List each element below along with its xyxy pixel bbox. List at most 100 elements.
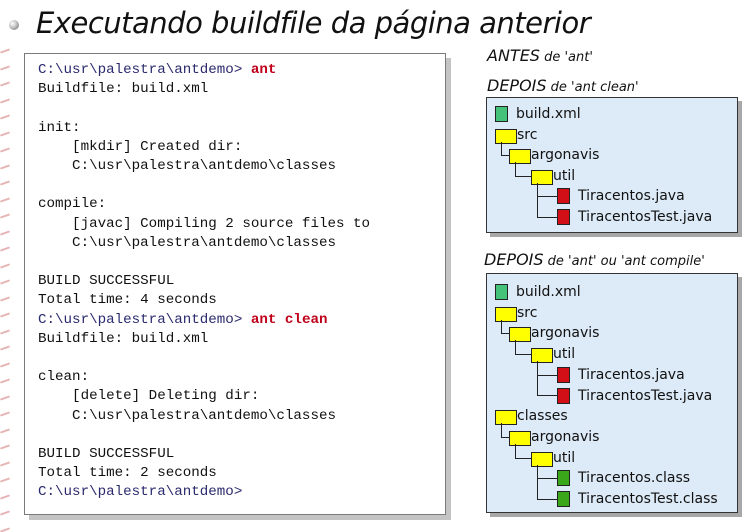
tree-item-label: build.xml (516, 284, 581, 300)
terminal-command: ant clean (242, 311, 328, 328)
folder-icon (495, 306, 517, 322)
binding-mark (0, 262, 11, 269)
terminal-line: C:\usr\palestra\antdemo> ant (38, 62, 276, 78)
terminal-line: init: (38, 119, 81, 136)
tree-connector (501, 319, 510, 335)
label-antes-sub: de 'ant' (539, 50, 593, 65)
binding-mark (0, 378, 11, 384)
terminal-line: Total time: 4 seconds (38, 292, 217, 309)
tree-item-label: build.xml (516, 106, 581, 122)
binding-mark (0, 361, 11, 368)
terminal-line: Total time: 2 seconds (38, 465, 217, 482)
tree-item-label: util (553, 346, 576, 363)
tree-item-label: src (517, 304, 538, 321)
binding-mark (0, 295, 11, 302)
tree-item-label: Tiracentos.java (578, 188, 685, 204)
binding-mark (0, 229, 11, 236)
terminal-line: C:\usr\palestra\antdemo\classes (38, 407, 336, 424)
file-icon (557, 470, 570, 487)
terminal-line: C:\usr\palestra\antdemo> ant clean (38, 312, 327, 328)
binding-mark (0, 477, 11, 483)
tree-connector (515, 162, 532, 177)
terminal-line: [delete] Deleting dir: (38, 388, 260, 405)
binding-mark (0, 411, 11, 417)
label-depois-clean-main: DEPOIS (487, 76, 547, 95)
binding-mark (0, 48, 11, 54)
tree-item-label: argonavis (531, 428, 600, 445)
bullet-icon (9, 20, 19, 30)
file-icon (557, 208, 570, 225)
terminal-line: C:\usr\palestra\antdemo> (38, 484, 242, 500)
tree-item-label: argonavis (531, 325, 600, 342)
terminal-line: BUILD SUCCESSFUL (38, 273, 175, 290)
file-icon (557, 366, 570, 383)
terminal-line: [mkdir] Created dir: (38, 138, 243, 155)
terminal-prompt: C:\usr\palestra\antdemo> (38, 311, 243, 328)
tree-item-label: TiracentosTest.java (578, 387, 713, 404)
binding-mark (0, 279, 11, 285)
folder-icon (495, 128, 517, 144)
binding-mark (0, 97, 11, 104)
file-icon (495, 284, 508, 300)
tree-item-label: src (517, 126, 538, 143)
terminal-prompt: C:\usr\palestra\antdemo> (38, 62, 243, 78)
binding-mark (0, 427, 11, 434)
tree-item-label: util (553, 449, 576, 466)
label-depois-compile: DEPOIS de 'ant' ou 'ant compile' (484, 250, 705, 269)
label-depois-compile-sub: de 'ant' ou 'ant compile' (543, 254, 705, 269)
terminal-line: C:\usr\palestra\antdemo\classes (38, 158, 336, 174)
tree-connector (537, 182, 558, 218)
binding-mark (0, 213, 11, 219)
folder-icon (509, 149, 531, 164)
folder-icon (531, 169, 553, 185)
terminal-prompt: C:\usr\palestra\antdemo> (38, 484, 243, 501)
binding-mark (0, 460, 11, 467)
binding-mark (0, 147, 11, 153)
tree-connector (537, 464, 558, 500)
binding-mark (0, 526, 11, 532)
tree-connector (515, 340, 532, 356)
folder-icon (531, 348, 553, 364)
binding-mark (0, 444, 11, 450)
terminal-line: compile: (38, 196, 107, 213)
terminal-line: Buildfile: build.xml (38, 81, 209, 98)
tree-item-label: TiracentosTest.java (578, 208, 713, 225)
binding-mark (0, 180, 11, 186)
tree-item-label: argonavis (531, 147, 600, 163)
binding-mark (0, 64, 11, 71)
terminal-line: [javac] Compiling 2 source files to (38, 215, 371, 232)
terminal-line: Buildfile: build.xml (38, 330, 209, 347)
binding-mark (0, 510, 11, 516)
folder-icon (509, 327, 531, 343)
tree-connector (501, 141, 510, 156)
label-antes-main: ANTES (487, 46, 540, 65)
terminal-line: C:\usr\palestra\antdemo\classes (38, 234, 336, 251)
page-title: Executando buildfile da página anterior (36, 6, 591, 40)
label-depois-clean: DEPOIS de 'ant clean' (487, 76, 639, 95)
tree-connector (537, 361, 558, 397)
folder-icon (495, 410, 517, 426)
file-icon (557, 387, 570, 404)
tree-item-label: Tiracentos.java (578, 366, 685, 383)
file-icon (495, 106, 508, 122)
terminal-command: ant (242, 62, 277, 78)
binding-mark (0, 130, 11, 137)
label-depois-clean-sub: de 'ant clean' (546, 80, 639, 95)
tree-item-label: Tiracentos.class (578, 470, 691, 487)
file-icon (557, 188, 570, 204)
binding-mark (0, 345, 11, 351)
tree-item-label: classes (517, 408, 568, 425)
file-icon (557, 491, 570, 507)
binding-mark (0, 163, 11, 170)
binding-mark (0, 81, 11, 87)
binding-mark (0, 493, 11, 500)
binding-mark (0, 246, 11, 252)
tree-connector (501, 423, 510, 438)
tree-item-label: TiracentosTest.class (578, 491, 718, 507)
label-antes: ANTES de 'ant' (487, 46, 593, 65)
binding-mark (0, 312, 11, 318)
binding-mark (0, 196, 11, 203)
folder-icon (509, 430, 531, 446)
